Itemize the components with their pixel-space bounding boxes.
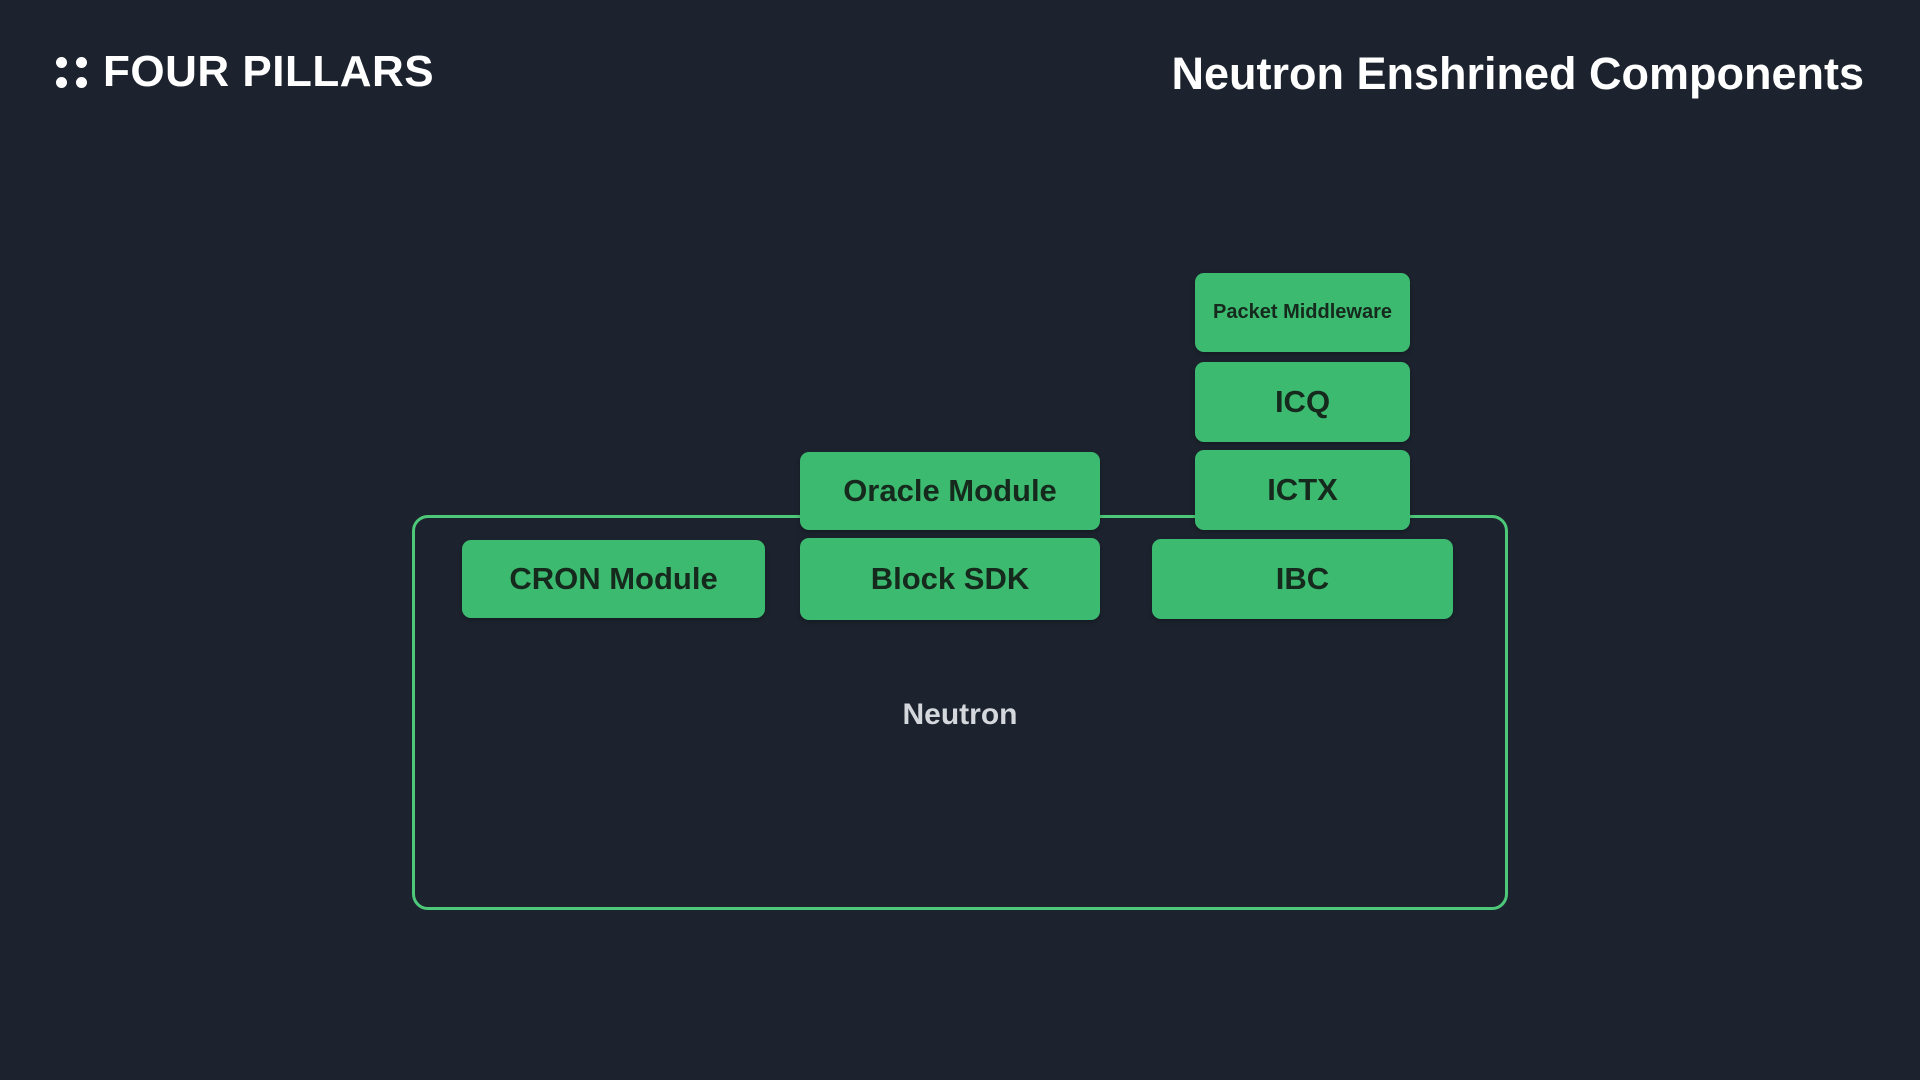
logo-dot <box>76 56 87 68</box>
four-dots-icon <box>56 56 87 88</box>
packet-middleware-box: Packet Middleware <box>1195 273 1410 352</box>
ibc-box: IBC <box>1152 539 1453 619</box>
icq-box: ICQ <box>1195 362 1410 442</box>
logo-dot <box>56 56 67 68</box>
four-pillars-logo: FOUR PILLARS <box>56 44 434 100</box>
logo-text: FOUR PILLARS <box>103 47 435 96</box>
ictx-box: ICTX <box>1195 450 1410 530</box>
cron-module-box: CRON Module <box>462 540 765 618</box>
page-title: Neutron Enshrined Components <box>1171 48 1864 99</box>
logo-dot <box>56 76 67 88</box>
block-sdk-box: Block SDK <box>800 538 1100 620</box>
oracle-module-box: Oracle Module <box>800 452 1100 530</box>
logo-dot <box>76 76 87 88</box>
neutron-label: Neutron <box>902 698 1018 731</box>
